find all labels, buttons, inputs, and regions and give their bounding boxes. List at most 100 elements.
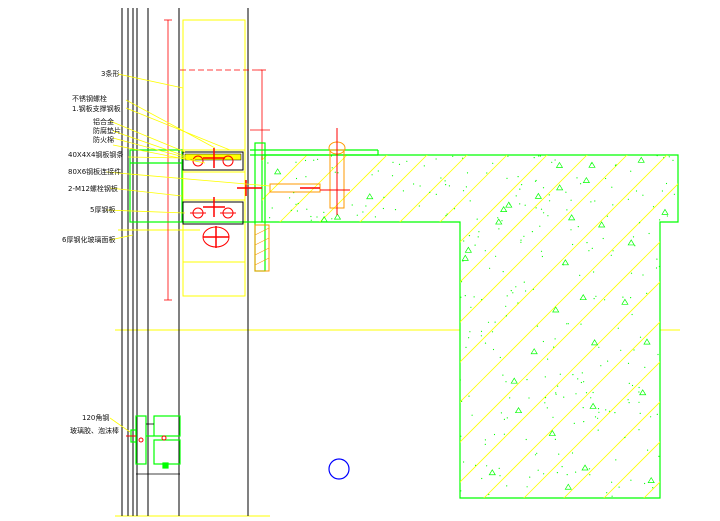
label-anticorrosion-pad: 防腐垫片 <box>93 126 121 135</box>
aggregate-dot <box>555 392 557 394</box>
aggregate-dot <box>319 412 321 414</box>
aggregate-dot <box>484 250 486 252</box>
aggregate-dot <box>422 240 425 242</box>
aggregate-dot <box>419 185 421 187</box>
aggregate-triangle <box>582 176 591 183</box>
aggregate-dot <box>312 288 315 290</box>
aggregate-dot <box>598 346 600 348</box>
aggregate-dot <box>484 342 487 344</box>
aggregate-dot <box>520 239 522 241</box>
aggregate-dot <box>313 426 315 428</box>
aggregate-dot <box>355 300 357 302</box>
aggregate-dot <box>661 190 664 192</box>
annotation-leaders <box>105 73 271 433</box>
aggregate-dot <box>539 225 541 227</box>
aggregate-dot <box>673 300 676 303</box>
cursor-circle[interactable] <box>328 458 350 480</box>
aggregate-dot <box>362 211 364 213</box>
aggregate-dot <box>468 395 470 397</box>
aggregate-dot <box>306 224 308 227</box>
aggregate-dot <box>478 231 480 233</box>
aggregate-dot <box>282 281 285 283</box>
aggregate-dot <box>413 439 415 441</box>
hatch-line <box>702 140 720 520</box>
aggregate-dot <box>469 200 471 202</box>
aggregate-dot <box>638 401 640 403</box>
aggregate-dot <box>310 215 312 218</box>
aggregate-dot <box>598 411 600 413</box>
aggregate-dot <box>486 465 488 467</box>
aggregate-dot <box>440 463 442 465</box>
aggregate-dot <box>364 320 366 322</box>
aggregate-dot <box>322 353 324 355</box>
hatch-line <box>262 155 403 498</box>
aggregate-dot <box>445 215 447 217</box>
aggregate-dot <box>382 366 384 369</box>
aggregate-dot <box>452 233 454 235</box>
aggregate-dot <box>269 260 271 262</box>
aggregate-dot <box>429 191 431 193</box>
aggregate-dot <box>306 208 308 210</box>
aggregate-dot <box>282 275 284 277</box>
aggregate-dot <box>286 457 288 459</box>
aggregate-triangle <box>381 370 390 377</box>
aggregate-triangle <box>320 216 328 223</box>
aggregate-dot <box>354 274 356 276</box>
aggregate-triangle <box>438 286 446 293</box>
aggregate-dot <box>295 177 298 180</box>
aggregate-dot <box>351 204 353 206</box>
aggregate-dot <box>366 357 368 359</box>
aggregate-dot <box>462 190 465 192</box>
aggregate-dot <box>529 476 531 478</box>
aggregate-dot <box>652 487 654 489</box>
label-fire-wool: 防火棉 <box>93 135 114 144</box>
aggregate-dot <box>302 405 304 407</box>
aggregate-dot <box>290 209 292 211</box>
aggregate-dot <box>337 172 339 174</box>
aggregate-dot <box>657 353 659 356</box>
aggregate-dot <box>648 232 650 235</box>
label-strip: 3条形 <box>101 69 119 78</box>
hatch-line <box>0 140 82 520</box>
aggregate-dot <box>296 210 298 212</box>
aggregate-dot <box>620 349 622 351</box>
aggregate-dot <box>563 396 565 398</box>
aggregate-dot <box>440 470 442 472</box>
aggregate-dot <box>434 340 436 342</box>
aggregate-dot <box>499 475 501 477</box>
aggregate-dot <box>375 430 377 432</box>
aggregate-dot <box>575 393 577 395</box>
aggregate-dot <box>631 313 633 316</box>
aggregate-dot <box>661 454 663 456</box>
aggregate-triangle <box>510 377 518 384</box>
aggregate-dot <box>420 425 423 427</box>
aggregate-dot <box>453 208 456 210</box>
aggregate-dot <box>668 280 670 282</box>
aggregate-dot <box>445 328 447 330</box>
aggregate-dot <box>638 386 640 389</box>
aggregate-dot <box>614 165 617 167</box>
aggregate-dot <box>605 409 607 411</box>
aggregate-dot <box>597 417 599 419</box>
aggregate-dot <box>656 413 658 415</box>
aggregate-dot <box>493 433 496 436</box>
aggregate-dot <box>595 295 597 297</box>
aggregate-dot <box>385 479 387 482</box>
aggregate-dot <box>357 255 359 258</box>
aggregate-dot <box>570 199 572 201</box>
aggregate-dot <box>311 260 313 263</box>
aggregate-dot <box>273 324 275 327</box>
aggregate-dot <box>650 416 652 418</box>
aggregate-dot <box>664 366 666 368</box>
aggregate-dot <box>531 231 534 233</box>
aggregate-dot <box>573 422 575 424</box>
aggregate-dot <box>577 378 579 380</box>
aggregate-dot <box>401 473 404 475</box>
aggregate-triangle <box>639 389 647 396</box>
aggregate-dot <box>304 309 306 312</box>
aggregate-triangle <box>306 230 314 237</box>
aggregate-dot <box>392 262 394 264</box>
aggregate-triangle <box>293 425 301 432</box>
aggregate-dot <box>552 416 554 418</box>
